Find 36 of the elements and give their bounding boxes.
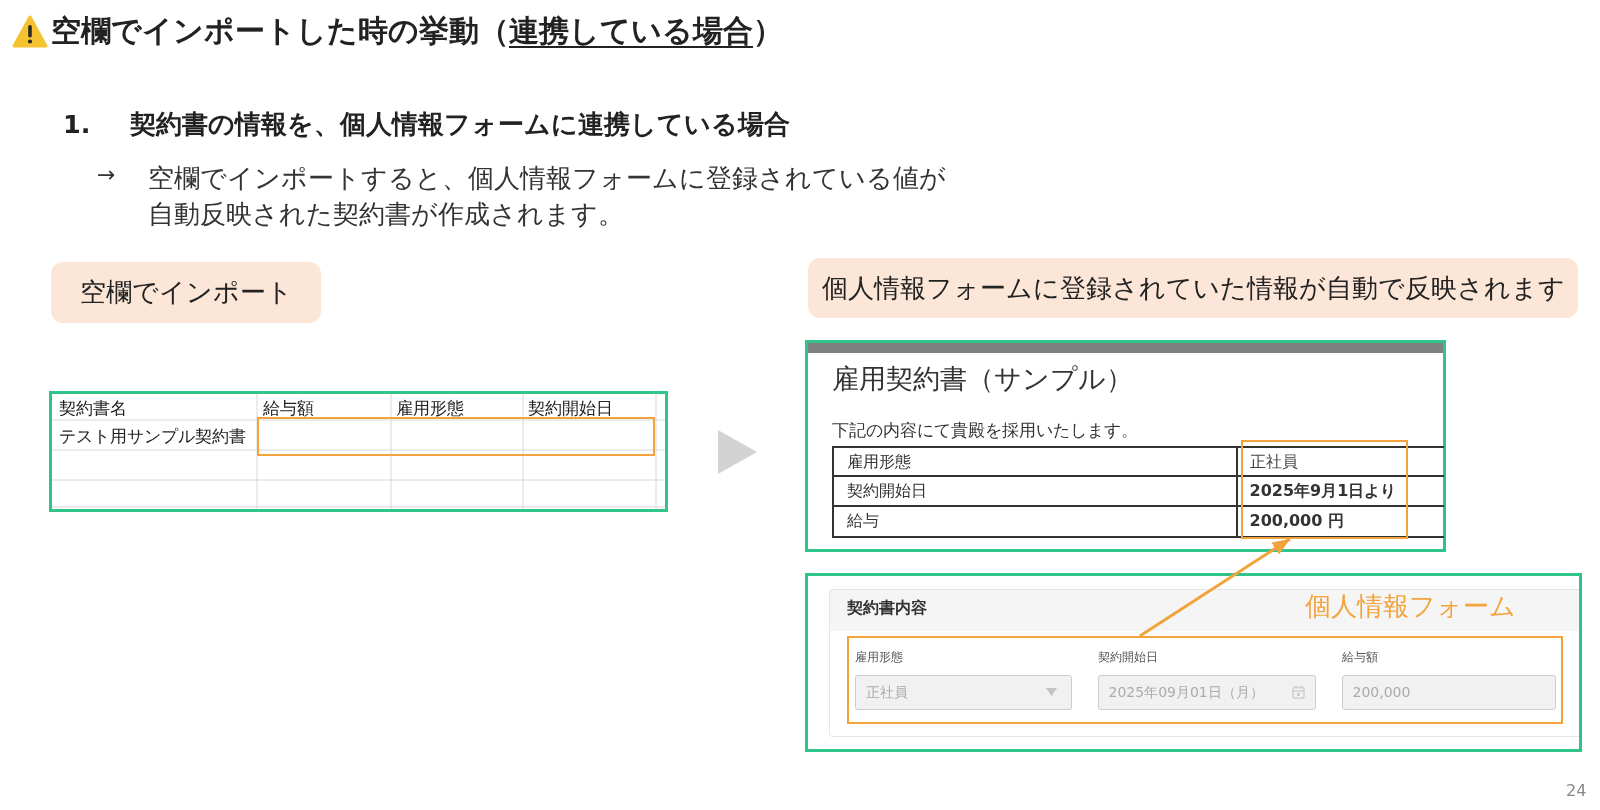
field-label: 雇用形態 [854,649,903,664]
page-number: 24 [1566,781,1587,801]
triangle-arrow [718,429,757,474]
arrow-symbol: → [97,162,116,189]
section-heading: 契約書内容 [847,598,927,618]
cell-text: テスト用サンプル契約書 [59,426,246,447]
field-label: 契約開始日 [1097,649,1158,664]
cell-value: 正社員 [1249,451,1298,471]
column-header: 契約書名 [59,398,127,419]
highlight-frame [257,417,655,456]
list-number: 1. [63,109,91,140]
input-field: 200,000 [1341,674,1556,710]
body-text: 空欄でインポートすると、個人情報フォームに登録されている値が自動反映された契約書が作成されます。 [148,162,947,231]
column-header: 雇用形態 [396,398,464,419]
form-panel [805,573,1582,752]
row-label: 雇用形態 [847,452,911,472]
annotation-text: 個人情報フォーム [1305,591,1516,623]
row-label: 契約開始日 [847,481,927,501]
highlight-frame [847,636,1563,724]
column-header: 契約開始日 [528,398,613,419]
dropdown-field: 正社員 [854,674,1072,710]
arrow [1139,537,1291,638]
cell-value: 2025年9月1日より [1249,480,1397,500]
cell-value: 200,000 円 [1249,510,1344,530]
list-heading: 契約書の情報を、個人情報フォームに連携している場合 [130,109,790,140]
page-title: 空欄でインポートした時の挙動（連携している場合） [51,13,783,49]
highlight-frame [1241,440,1408,539]
callout-box: 空欄でインポート [51,262,321,323]
document-text: 下記の内容にて貴殿を採用いたします。 [832,420,1138,441]
contract-document [805,340,1446,552]
row-label: 給与 [847,511,879,531]
field-label: 給与額 [1341,649,1378,664]
date-field: 2025年09月01日（月） [1097,674,1316,710]
document-title: 雇用契約書（サンプル） [832,363,1133,396]
callout-box: 個人情報フォームに登録されていた情報が自動で反映されます [808,258,1578,318]
column-header: 給与額 [263,398,314,419]
